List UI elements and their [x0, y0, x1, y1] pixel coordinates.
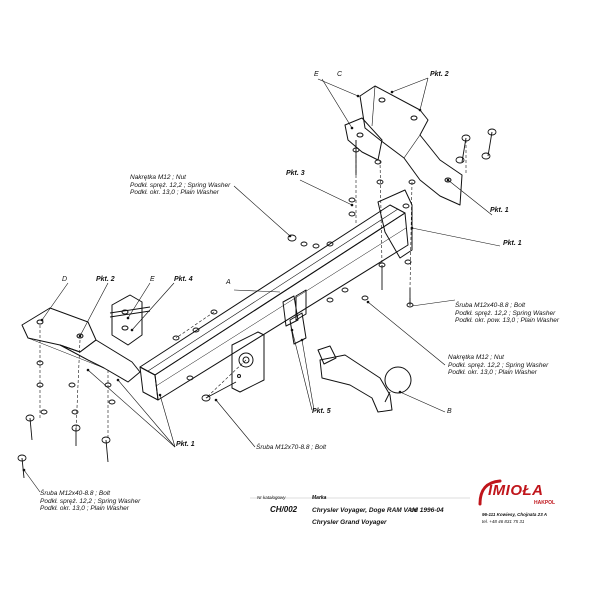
note-line: Podkł. spręż. 12,2 ; Spring Washer	[40, 497, 141, 505]
vehicle-model-2: Chrysler Grand Voyager	[312, 519, 387, 526]
note-line: Podkł. spręż. 12,2 ; Spring Washer	[455, 309, 556, 317]
tow-ball-b	[317, 345, 412, 413]
callout-b: B	[447, 408, 452, 415]
right-bracket-c	[359, 85, 463, 206]
note-line: Nakrętka M12 ; Nut	[130, 174, 186, 181]
callout-e-left: E	[150, 276, 155, 283]
callout-c: C	[337, 71, 343, 78]
note-line: Śruba M12x40-8.8 ; Bolt	[40, 490, 111, 497]
brand-sub-text: HAKPOL	[534, 500, 556, 506]
callout-pkt2-left: Pkt. 2	[96, 276, 115, 283]
callout-pkt3: Pkt. 3	[286, 170, 305, 177]
callout-pkt1-right-b: Pkt. 1	[503, 240, 522, 247]
left-plate-e	[109, 294, 151, 346]
fastener-stacks	[17, 128, 497, 479]
center-plates	[282, 289, 307, 345]
note-line: Podkł. okr. pow. 13,0 ; Plain Washer	[455, 317, 560, 324]
brand-address: 96-111 Kowiesy, Chojnata 23 A	[482, 512, 548, 517]
brand-logo: IMIOŁA HAKPOL	[476, 478, 572, 508]
note-line: Podkł. spręż. 12,2 ; Spring Washer	[448, 361, 549, 369]
callout-d: D	[62, 276, 68, 283]
brand-phone: tel. +48 46 831 75 31	[482, 519, 525, 524]
note-line: Śruba M12x40-8.8 ; Bolt	[455, 302, 526, 309]
callout-pkt5: Pkt. 5	[312, 408, 331, 415]
socket-plate	[231, 331, 265, 393]
marka-label: Marka	[312, 495, 327, 501]
note-bolt-right: Śruba M12x40-8.8 ; Bolt Podkł. spręż. 12…	[455, 302, 559, 325]
vehicle-model-1: Chrysler Voyager, Doge RAM VAN	[312, 507, 417, 514]
note-line: Podkł. spręż. 12,2 ; Spring Washer	[130, 181, 231, 189]
crossbar-a	[139, 204, 409, 401]
model-year: od 1996-04	[410, 507, 444, 514]
catalog-number: CH/002	[270, 505, 298, 514]
left-bracket-d	[21, 307, 141, 383]
note-line: Nakrętka M12 ; Nut	[448, 354, 504, 361]
note-bolt-left: Śruba M12x40-8.8 ; Bolt Podkł. spręż. 12…	[40, 490, 140, 513]
callout-pkt1-left: Pkt. 1	[176, 441, 195, 448]
callout-pkt4: Pkt. 4	[174, 276, 193, 283]
note-bolt-center: Śruba M12x70-8.8 ; Bolt	[256, 444, 327, 451]
brand-swoosh-icon	[478, 479, 502, 506]
callout-e-top: E	[314, 71, 319, 78]
callout-pkt1-right-a: Pkt. 1	[490, 207, 509, 214]
catalog-label: Nr katalogowy	[257, 495, 286, 500]
note-nut-right: Nakrętka M12 ; Nut Podkł. spręż. 12,2 ; …	[448, 354, 548, 377]
leader-arrowheads	[22, 90, 450, 472]
note-line: Podkł. okr. 13,0 ; Plain Washer	[40, 505, 129, 512]
assembly-dash-lines	[39, 140, 467, 440]
small-bracket-e	[344, 117, 383, 161]
note-line: Podkł. okr. 13,0 ; Plain Washer	[448, 369, 537, 376]
callout-a: A	[226, 279, 231, 286]
callout-pkt2-top: Pkt. 2	[430, 71, 449, 78]
note-nut-top: Nakrętka M12 ; Nut Podkł. spręż. 12,2 ; …	[130, 174, 230, 197]
leader-lines	[23, 77, 501, 493]
brand-logo-text: IMIOŁA	[488, 482, 544, 499]
right-end-plate	[377, 189, 413, 259]
note-line: Podkł. okr. 13,0 ; Plain Washer	[130, 189, 219, 196]
